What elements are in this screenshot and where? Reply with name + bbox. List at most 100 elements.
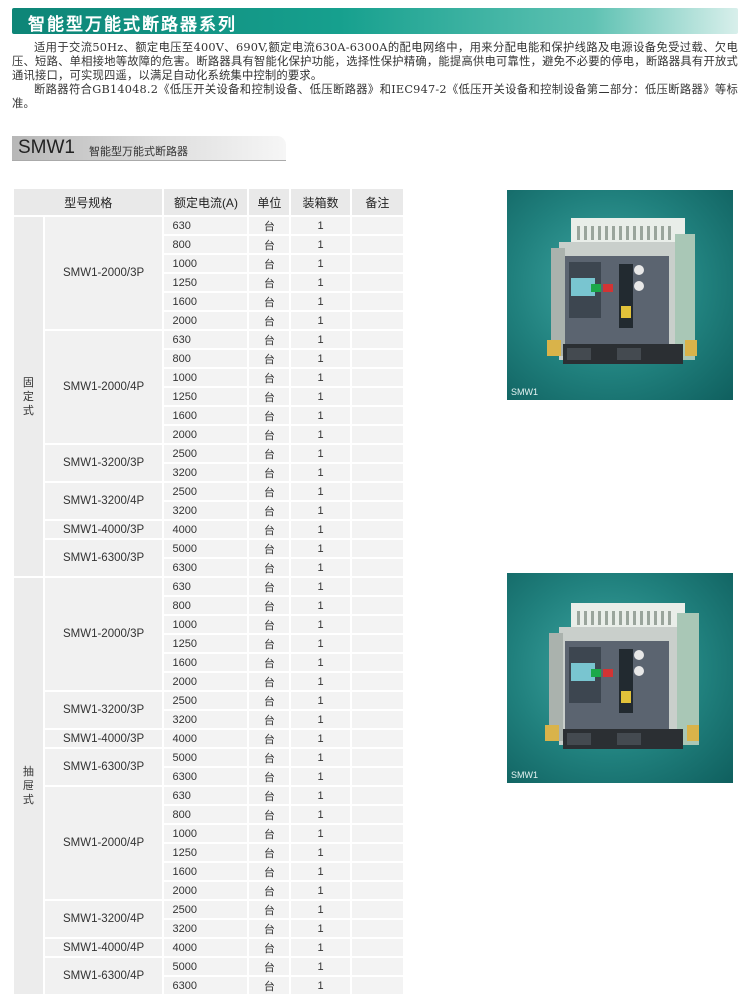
unit-cell: 台 (249, 597, 290, 616)
note-cell (351, 749, 403, 768)
unit-cell: 台 (249, 445, 290, 464)
current-cell: 1000 (164, 825, 248, 844)
breaker-illustration (547, 218, 697, 364)
intro-text: 适用于交流50Hz、额定电压至400V、690V,额定电流630A-6300A的… (12, 41, 738, 111)
unit-cell: 台 (249, 521, 290, 540)
qty-cell: 1 (291, 255, 350, 274)
note-cell (351, 844, 403, 863)
photo-caption: SMW1 (511, 770, 538, 780)
unit-cell: 台 (249, 844, 290, 863)
current-cell: 2500 (164, 445, 248, 464)
qty-cell: 1 (291, 616, 350, 635)
qty-cell: 1 (291, 730, 350, 749)
qty-cell: 1 (291, 426, 350, 445)
current-cell: 800 (164, 597, 248, 616)
qty-cell: 1 (291, 635, 350, 654)
unit-cell: 台 (249, 920, 290, 939)
qty-cell: 1 (291, 274, 350, 293)
unit-cell: 台 (249, 711, 290, 730)
note-cell (351, 825, 403, 844)
current-cell: 1600 (164, 293, 248, 312)
note-cell (351, 635, 403, 654)
note-cell (351, 502, 403, 521)
model-cell: SMW1-4000/4P (44, 939, 163, 958)
qty-cell: 1 (291, 654, 350, 673)
note-cell (351, 692, 403, 711)
model-cell: SMW1-6300/4P (44, 958, 163, 996)
qty-cell: 1 (291, 578, 350, 597)
section-name: 智能型万能式断路器 (89, 145, 188, 158)
qty-cell: 1 (291, 388, 350, 407)
unit-cell: 台 (249, 806, 290, 825)
note-cell (351, 540, 403, 559)
note-cell (351, 293, 403, 312)
qty-cell: 1 (291, 502, 350, 521)
unit-cell: 台 (249, 236, 290, 255)
qty-cell: 1 (291, 673, 350, 692)
note-cell (351, 977, 403, 996)
current-cell: 800 (164, 806, 248, 825)
unit-cell: 台 (249, 578, 290, 597)
qty-cell: 1 (291, 863, 350, 882)
model-cell: SMW1-6300/3P (44, 540, 163, 578)
unit-cell: 台 (249, 407, 290, 426)
current-cell: 630 (164, 578, 248, 597)
note-cell (351, 578, 403, 597)
current-cell: 2500 (164, 692, 248, 711)
unit-cell: 台 (249, 369, 290, 388)
note-cell (351, 711, 403, 730)
qty-cell: 1 (291, 217, 350, 236)
qty-cell: 1 (291, 445, 350, 464)
note-cell (351, 445, 403, 464)
current-cell: 1250 (164, 844, 248, 863)
note-cell (351, 654, 403, 673)
current-cell: 6300 (164, 977, 248, 996)
unit-cell: 台 (249, 217, 290, 236)
qty-cell: 1 (291, 958, 350, 977)
model-cell: SMW1-6300/3P (44, 749, 163, 787)
qty-cell: 1 (291, 407, 350, 426)
qty-cell: 1 (291, 711, 350, 730)
note-cell (351, 274, 403, 293)
note-cell (351, 407, 403, 426)
note-cell (351, 673, 403, 692)
current-cell: 4000 (164, 939, 248, 958)
unit-cell: 台 (249, 616, 290, 635)
unit-cell: 台 (249, 540, 290, 559)
unit-cell: 台 (249, 882, 290, 901)
page-title: 智能型万能式断路器系列 (28, 15, 237, 35)
note-cell (351, 768, 403, 787)
model-cell: SMW1-2000/3P (44, 578, 163, 692)
note-cell (351, 806, 403, 825)
current-cell: 4000 (164, 730, 248, 749)
note-cell (351, 426, 403, 445)
header-note: 备注 (351, 189, 403, 217)
note-cell (351, 331, 403, 350)
current-cell: 6300 (164, 768, 248, 787)
note-cell (351, 901, 403, 920)
model-cell: SMW1-2000/4P (44, 787, 163, 901)
note-cell (351, 312, 403, 331)
unit-cell: 台 (249, 255, 290, 274)
unit-cell: 台 (249, 559, 290, 578)
qty-cell: 1 (291, 882, 350, 901)
unit-cell: 台 (249, 692, 290, 711)
unit-cell: 台 (249, 426, 290, 445)
qty-cell: 1 (291, 939, 350, 958)
category-cell: 固定式 (14, 217, 43, 578)
qty-cell: 1 (291, 369, 350, 388)
current-cell: 2000 (164, 882, 248, 901)
model-cell: SMW1-2000/3P (44, 217, 163, 331)
